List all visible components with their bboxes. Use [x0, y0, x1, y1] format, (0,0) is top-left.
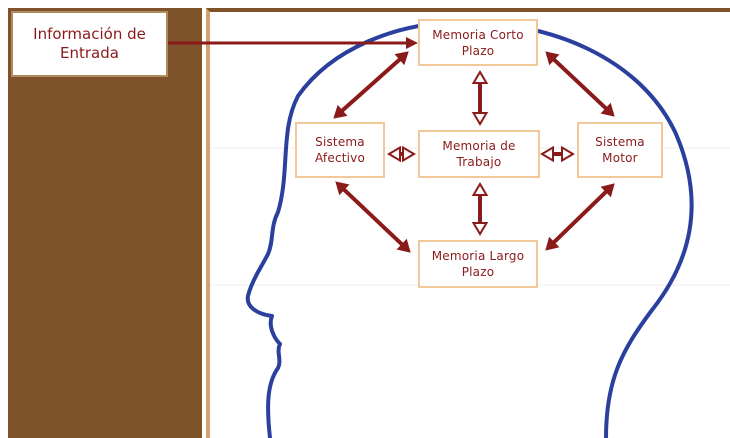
node-memoria-largo-plazo: Memoria Largo Plazo [418, 240, 538, 288]
arrow-corto-motor [545, 51, 615, 117]
head-outline [245, 19, 694, 438]
node-sistema-motor: Sistema Motor [577, 122, 663, 178]
node-sistema-afectivo: Sistema Afectivo [295, 122, 385, 178]
arrow-trabajo-largo [471, 182, 489, 236]
arrow-afectivo-largo [335, 181, 411, 253]
node-memoria-corto-plazo: Memoria Corto Plazo [418, 19, 538, 66]
input-connector-arrowhead [406, 37, 418, 49]
arrow-motor-largo [545, 183, 615, 251]
input-information-box: Información de Entrada [11, 11, 168, 77]
left-brown-panel [8, 8, 202, 438]
right-white-panel [206, 8, 730, 438]
arrow-corto-trabajo [471, 70, 489, 126]
arrow-corto-afectivo [333, 51, 409, 119]
node-memoria-de-trabajo: Memoria de Trabajo [418, 130, 540, 178]
arrow-trabajo-motor [540, 145, 575, 163]
arrow-afectivo-trabajo [387, 145, 416, 163]
